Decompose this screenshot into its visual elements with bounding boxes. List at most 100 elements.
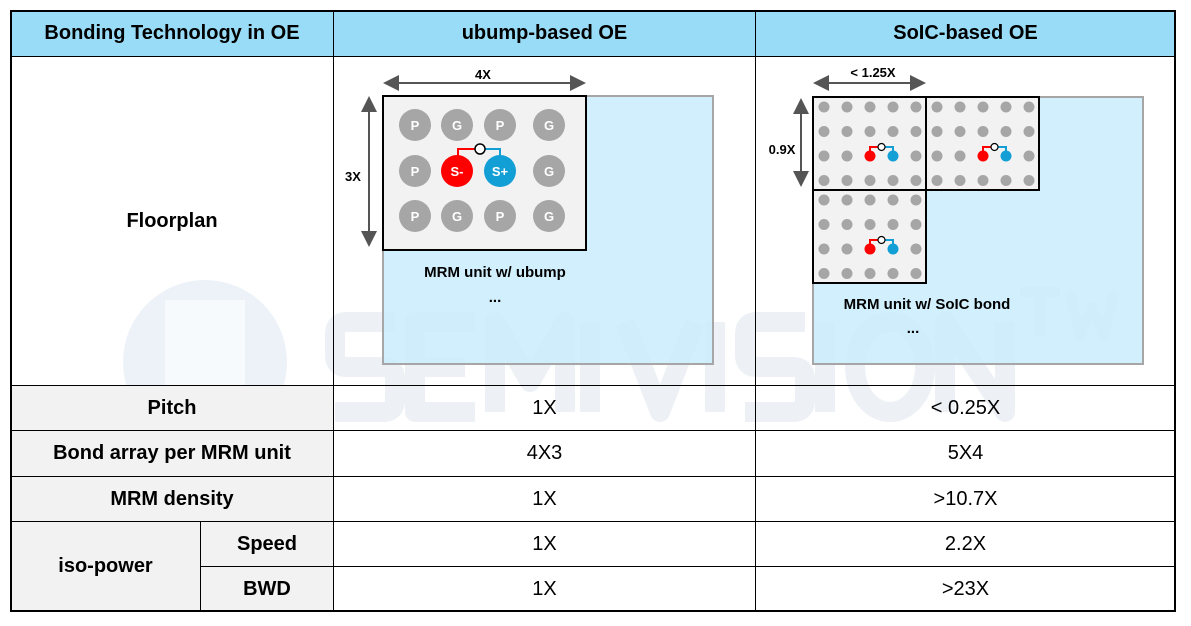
soic-bond: [954, 101, 966, 113]
row-label-speed: Speed: [200, 521, 334, 567]
soic-bond: [864, 175, 876, 186]
ubump-P: [399, 109, 431, 141]
soic-bond: [910, 175, 922, 186]
soic-bond: [841, 126, 853, 137]
ubump-P: [399, 200, 431, 232]
soic-bond: [954, 175, 966, 186]
soic-bond: [910, 219, 922, 230]
mrm-ring-icon: [990, 142, 999, 152]
ubump-G: [441, 200, 473, 232]
soic-bond: [818, 219, 830, 230]
diff-pair-trace: [457, 148, 480, 158]
ubump-ellipsis: ...: [489, 289, 502, 306]
mrm-unit-box: [925, 96, 1040, 191]
mrm-ring-icon: [877, 235, 886, 245]
soic-bond: [841, 101, 853, 113]
soic-caption: MRM unit w/ SoIC bond: [844, 296, 1011, 313]
soic-bond: [1000, 126, 1012, 137]
soic-bond: [1000, 175, 1012, 186]
soic-mrm-unit: [812, 189, 927, 284]
ubump-label: G: [544, 164, 554, 179]
soic-floorplan: < 1.25X 0.9X MRM unit w/ SoIC bond ...: [769, 65, 1144, 365]
soic-bond: [910, 150, 922, 162]
soic-bond: [864, 126, 876, 137]
ubump-label: S+: [492, 164, 509, 179]
soic-bond: [910, 101, 922, 113]
width-label: < 1.25X: [850, 65, 896, 80]
soic-bond: [818, 268, 830, 279]
soic-bond: [864, 194, 876, 206]
ubump-P: [484, 109, 516, 141]
soic-bond: [818, 101, 830, 113]
ubump-G: [533, 200, 565, 232]
ubump-S-: [441, 155, 473, 187]
row-label-pitch: Pitch: [10, 385, 334, 431]
ubump-label: P: [411, 164, 420, 179]
soic-bond: [1023, 175, 1035, 186]
ubump-label: P: [496, 209, 505, 224]
soic-bond: [841, 268, 853, 279]
soic-bond: [1023, 150, 1035, 162]
ubump-G: [533, 109, 565, 141]
soic-bond: [841, 243, 853, 255]
soic-bond: [910, 126, 922, 137]
ubump-G: [441, 109, 473, 141]
ubump-caption: MRM unit w/ ubump: [424, 264, 566, 281]
soic-bond: [977, 101, 989, 113]
mrm-unit-box: [812, 189, 927, 284]
soic-bond: [887, 101, 899, 113]
soic-bond: [977, 126, 989, 137]
soic-bond: [818, 126, 830, 137]
header-soic: SoIC-based OE: [755, 10, 1176, 57]
row-label-bond-array: Bond array per MRM unit: [10, 430, 334, 477]
row-label-iso-power: iso-power: [10, 521, 201, 612]
ubump-label: G: [544, 118, 554, 133]
soic-bond: [818, 150, 830, 162]
soic-bond: [841, 175, 853, 186]
soic-bond: [841, 150, 853, 162]
ubump-label: G: [452, 209, 462, 224]
soic-bond: [887, 194, 899, 206]
soic-bond: [931, 126, 943, 137]
soic-mrm-unit: [812, 96, 927, 191]
soic-bond: [887, 175, 899, 186]
width-label: 4X: [475, 67, 491, 82]
soic-bond: [954, 150, 966, 162]
mrm-ring-icon: [474, 143, 486, 155]
ubump-label: G: [452, 118, 462, 133]
soic-bond: [1023, 126, 1035, 137]
soic-bond: [887, 219, 899, 230]
height-label: 0.9X: [769, 142, 796, 157]
ubump-label: P: [411, 209, 420, 224]
soic-bond: [977, 175, 989, 186]
soic-bond: [841, 194, 853, 206]
soic-bond: [864, 268, 876, 279]
soic-bond: [818, 194, 830, 206]
soic-bond: [1000, 101, 1012, 113]
soic-bond: [931, 101, 943, 113]
ubump-P: [399, 155, 431, 187]
soic-bond: [818, 175, 830, 186]
ubump-label: P: [496, 118, 505, 133]
ubump-label: G: [544, 209, 554, 224]
soic-bond: [910, 194, 922, 206]
ubump-P: [484, 200, 516, 232]
mrm-ring-icon: [877, 142, 886, 152]
soic-bond: [910, 268, 922, 279]
soic-mrm-unit: [925, 96, 1040, 191]
ubump-G: [533, 155, 565, 187]
header-ubump: ubump-based OE: [333, 10, 756, 57]
soic-bond: [864, 101, 876, 113]
soic-bond: [931, 175, 943, 186]
height-label: 3X: [345, 169, 361, 184]
soic-bond: [954, 126, 966, 137]
soic-bond: [1023, 101, 1035, 113]
row-label-bwd: BWD: [200, 566, 334, 612]
soic-bond: [931, 150, 943, 162]
soic-bond: [841, 219, 853, 230]
soic-bond: [887, 126, 899, 137]
ubump-label: S-: [451, 164, 464, 179]
